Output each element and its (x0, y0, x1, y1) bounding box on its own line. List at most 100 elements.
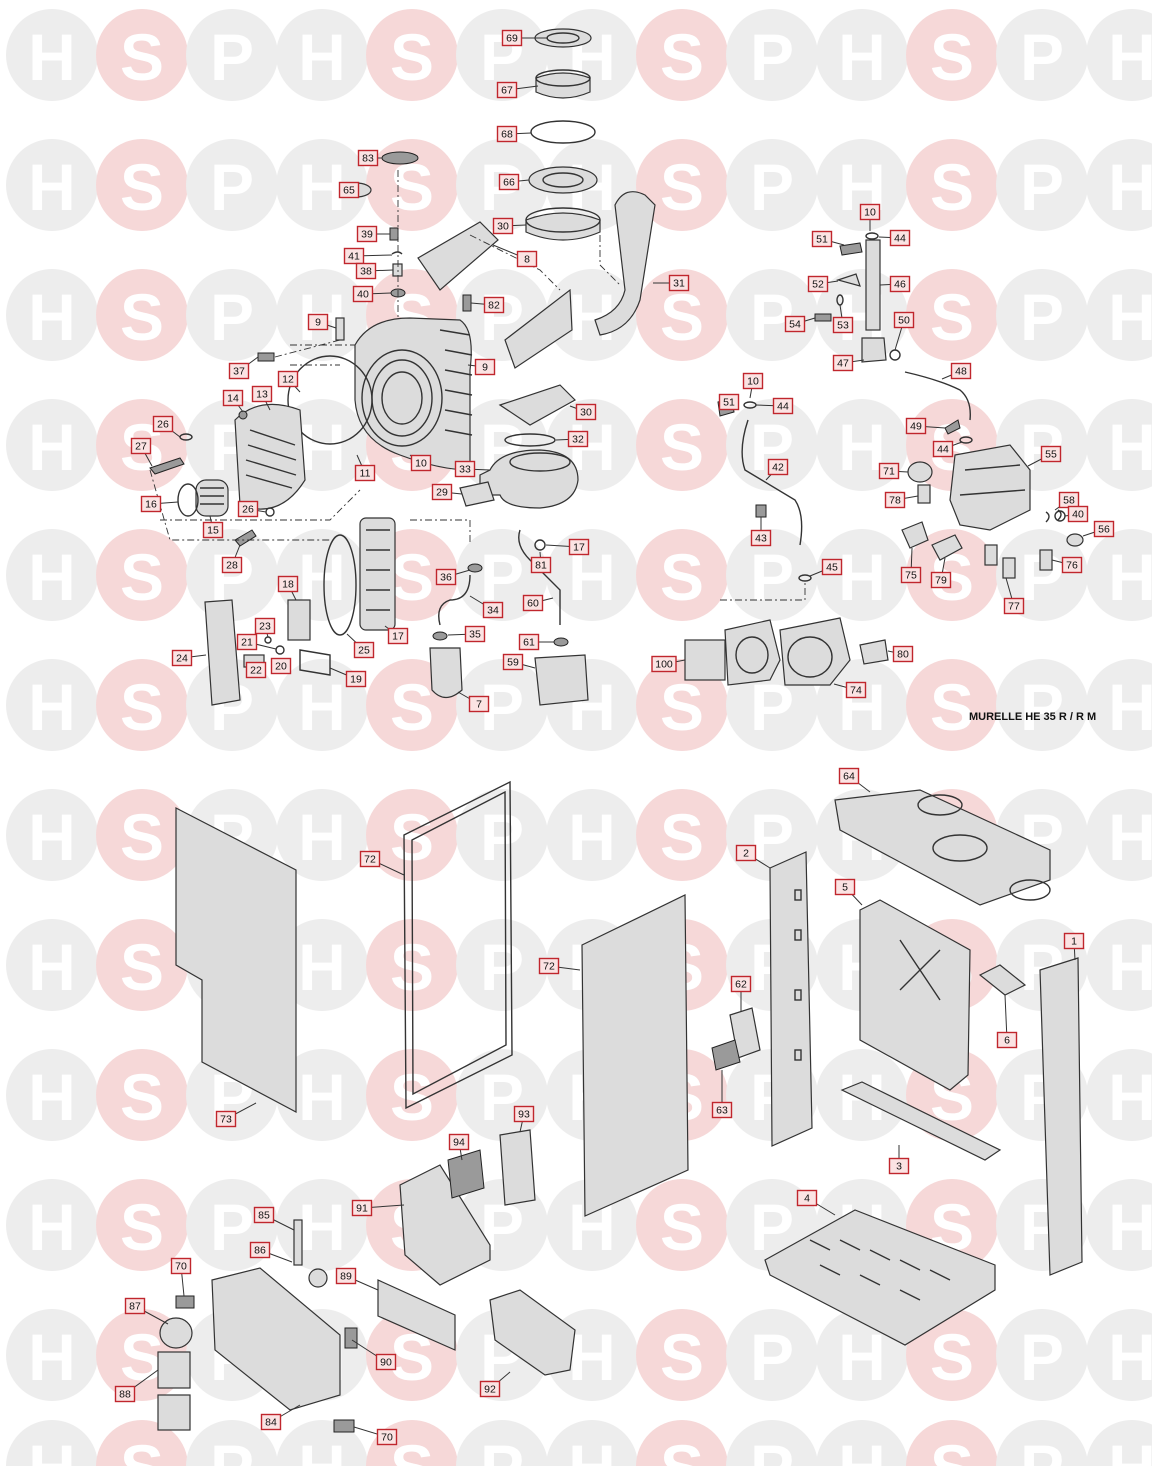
callout-box (502, 653, 524, 671)
callout-5: 5 (834, 878, 856, 896)
callout-35: 35 (464, 625, 486, 643)
watermark-mark: S (366, 1049, 458, 1141)
callout-box (711, 1101, 733, 1119)
svg-text:H: H (568, 1320, 616, 1394)
part-84-dashboard (211, 1267, 341, 1411)
callout-label: 8 (524, 254, 530, 266)
callout-19: 19 (345, 670, 367, 688)
watermark-mark: S (96, 1049, 188, 1141)
callout-box (479, 1380, 501, 1398)
callout-box (845, 681, 867, 699)
callout-box (832, 316, 854, 334)
part-54 (814, 313, 832, 322)
callout-box (496, 81, 518, 99)
callout-box (355, 262, 377, 280)
callout-box (1067, 505, 1089, 523)
callout-label: 70 (381, 1432, 393, 1444)
callout-label: 88 (119, 1389, 131, 1401)
callout-label: 16 (145, 499, 157, 511)
callout-box (221, 556, 243, 574)
callout-box (351, 1199, 373, 1217)
watermark-mark: P (456, 659, 548, 751)
callout-label: 54 (789, 319, 801, 331)
callout-label: 37 (233, 366, 245, 378)
callout-36: 36 (435, 568, 457, 586)
svg-text:H: H (298, 150, 346, 224)
callout-box (464, 625, 486, 643)
part-41 (391, 251, 403, 255)
part-47-valve (861, 337, 887, 363)
svg-text:P: P (480, 930, 524, 1004)
callout-box (742, 372, 764, 390)
callout-box (832, 354, 854, 372)
callout-box (889, 275, 911, 293)
callout-22: 22 (245, 661, 267, 679)
svg-text:S: S (660, 20, 704, 94)
callout-14: 14 (222, 389, 244, 407)
callout-box (567, 430, 589, 448)
callout-41: 41 (343, 247, 365, 265)
svg-text:S: S (660, 150, 704, 224)
callout-label: 67 (501, 85, 513, 97)
part-45 (798, 574, 812, 582)
watermark-mark: H (816, 399, 908, 491)
part-74-pump (779, 617, 851, 686)
callout-box (492, 217, 514, 235)
callout-34: 34 (482, 601, 504, 619)
part-9-sensor (335, 317, 345, 341)
callout-box (307, 313, 329, 331)
callout-box (730, 975, 752, 993)
part-24-cover (204, 599, 241, 706)
watermark-mark: S (366, 789, 458, 881)
hydraulic-group: MURELLE HE 35 R / R M (684, 232, 1096, 723)
callout-label: 25 (358, 645, 370, 657)
watermark-mark: H (276, 789, 368, 881)
callout-label: 90 (380, 1357, 392, 1369)
callout-100: 100 (651, 655, 677, 673)
svg-text:P: P (1020, 670, 1064, 744)
watermark-mark: P (186, 9, 278, 101)
watermark-mark: S (96, 1420, 188, 1466)
callout-label: 85 (258, 1210, 270, 1222)
model-label: MURELLE HE 35 R / R M (969, 711, 1096, 723)
svg-text:P: P (750, 1431, 794, 1466)
watermark-mark: H (6, 1420, 98, 1466)
svg-text:S: S (660, 410, 704, 484)
callout-box (1003, 597, 1025, 615)
callout-label: 26 (242, 504, 254, 516)
callout-3: 3 (888, 1157, 910, 1175)
part-80 (859, 639, 889, 665)
callout-label: 75 (905, 570, 917, 582)
callout-10a: 10 (410, 454, 432, 472)
watermark-mark: H (1086, 659, 1152, 751)
callout-label: 2 (743, 848, 749, 860)
callout-29: 29 (431, 483, 453, 501)
svg-text:H: H (568, 800, 616, 874)
callout-9a: 9 (307, 313, 329, 331)
watermark-mark: P (726, 399, 818, 491)
callout-44a: 44 (889, 229, 911, 247)
callout-label: 73 (220, 1114, 232, 1126)
callout-label: 51 (816, 234, 828, 246)
part-17-collector (359, 517, 396, 631)
callout-label: 10 (864, 207, 876, 219)
callout-label: 30 (497, 221, 509, 233)
callout-label: 21 (241, 637, 253, 649)
watermark-mark: H (1086, 529, 1152, 621)
svg-text:P: P (750, 1320, 794, 1394)
callout-27: 27 (130, 437, 152, 455)
callout-label: 12 (282, 374, 294, 386)
callout-10c: 10 (742, 372, 764, 390)
watermark-mark: S (636, 529, 728, 621)
part-73-front-panel (175, 807, 297, 1113)
watermark-mark: S (96, 659, 188, 751)
svg-text:S: S (930, 1431, 974, 1466)
part-14 (238, 410, 248, 420)
part-33-fan (479, 449, 579, 509)
part-71 (907, 461, 933, 483)
part-82 (462, 294, 472, 312)
part-78 (917, 484, 931, 504)
part-53 (836, 294, 844, 306)
callout-label: 4 (804, 1193, 810, 1205)
